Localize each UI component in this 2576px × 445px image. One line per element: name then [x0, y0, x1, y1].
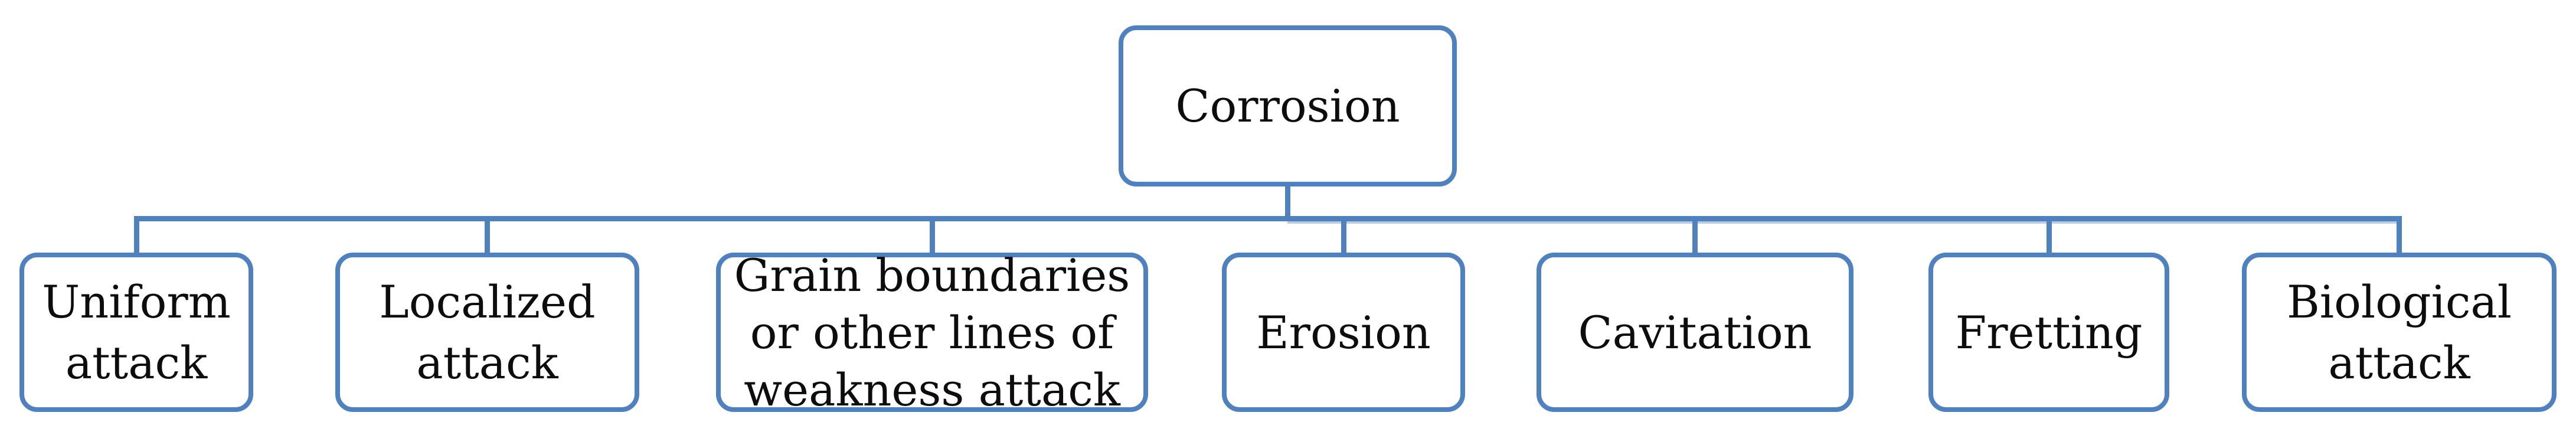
connector-drop-uniform-attack [134, 218, 139, 253]
connector-root-trunk [1285, 186, 1290, 220]
node-fretting-label: Fretting [1955, 306, 2143, 359]
node-fretting: Fretting [1928, 253, 2169, 412]
connector-drop-localized-attack [485, 218, 490, 253]
node-erosion: Erosion [1222, 253, 1465, 412]
node-erosion-label: Erosion [1256, 306, 1431, 359]
connector-drop-biological-attack [2397, 218, 2402, 253]
node-cavitation-label: Cavitation [1578, 306, 1812, 359]
node-corrosion: Corrosion [1119, 25, 1457, 186]
node-corrosion-label: Corrosion [1175, 80, 1400, 132]
connector-drop-erosion [1341, 218, 1346, 253]
node-cavitation: Cavitation [1537, 253, 1853, 412]
connector-drop-fretting [2047, 218, 2052, 253]
connector-rail-echo [1287, 221, 2402, 224]
connector-horizontal-rail [134, 216, 2402, 221]
connector-drop-cavitation [1692, 218, 1698, 253]
connector-drop-grain-boundaries [930, 218, 935, 253]
